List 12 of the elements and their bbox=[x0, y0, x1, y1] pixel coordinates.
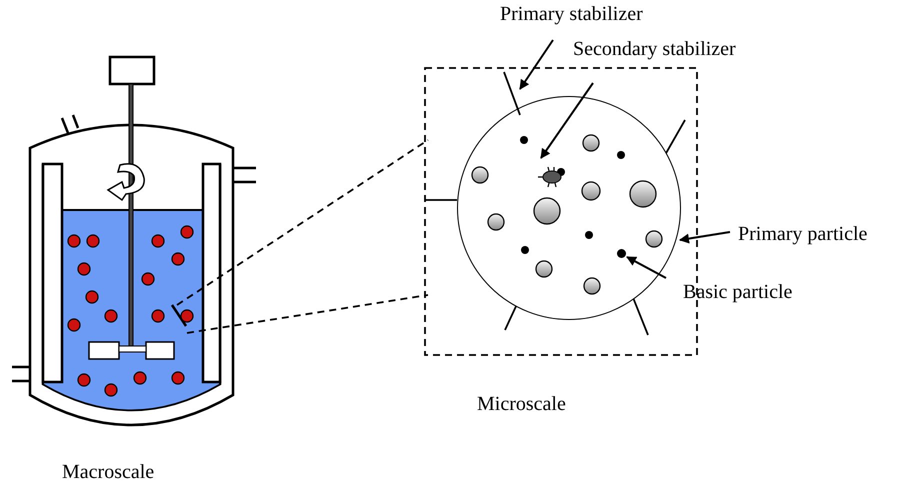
leader-arrow bbox=[540, 82, 594, 159]
leader-arrow bbox=[626, 256, 666, 279]
leader-arrow bbox=[519, 39, 554, 90]
callout-label: Primary particle bbox=[738, 222, 868, 246]
scale-caption: Microscale bbox=[477, 392, 566, 416]
stabilizer-chain bbox=[502, 70, 522, 117]
basic-particle bbox=[617, 249, 626, 258]
callout-label: Secondary stabilizer bbox=[573, 37, 736, 61]
callout-label: Primary stabilizer bbox=[500, 2, 643, 26]
leader-arrow bbox=[679, 231, 730, 244]
callout-label: Basic particle bbox=[683, 280, 792, 304]
scale-caption: Macroscale bbox=[62, 460, 154, 484]
